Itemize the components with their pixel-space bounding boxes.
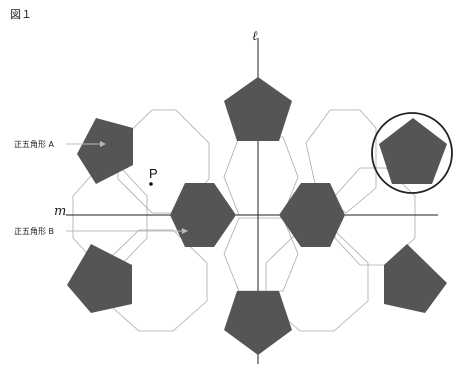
pentagon [224,291,292,355]
hexagon [72,167,148,266]
arrow-b-head [182,228,188,234]
label-axis-m: m [54,204,67,219]
pentagon [67,244,132,313]
highlight-circle [371,112,453,194]
arrow-a-head [100,141,106,147]
label-axis-l: ℓ [252,29,258,44]
label-pentagon-b: 正五角形 B [14,227,55,236]
label-point-p: P [149,166,158,181]
pentagon-circled [379,118,447,184]
hexagon [223,136,299,216]
figure-title: 図１ [10,8,32,21]
hexagon [265,229,369,332]
point-p-dot [149,182,153,186]
pentagon-a [77,118,133,184]
hexagon [305,109,377,214]
label-pentagon-a: 正五角形 A [14,140,55,149]
pentagon [384,244,447,313]
pentagon [279,183,345,247]
pentagon-b [170,183,236,247]
pentagon [224,77,292,141]
hexagon [223,217,299,292]
